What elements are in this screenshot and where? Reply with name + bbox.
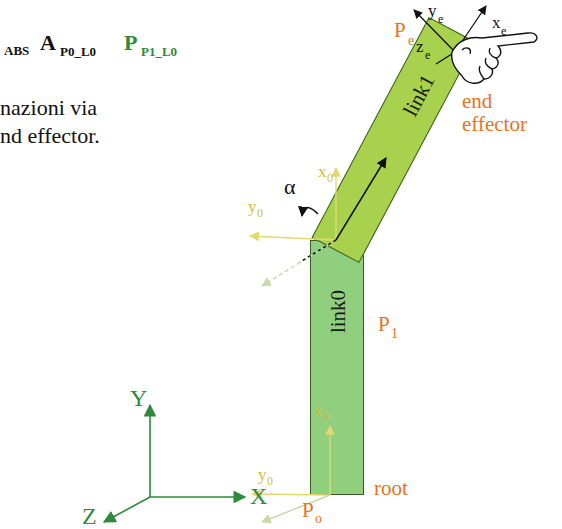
diagram-label: x xyxy=(492,14,501,31)
subscript-label: e xyxy=(425,49,430,61)
diagram-label: P xyxy=(378,314,390,335)
subscript-label: o xyxy=(315,512,322,526)
diagram-label: x xyxy=(318,163,327,180)
subscript-label: 0 xyxy=(257,207,263,219)
diagram-label: nazioni via xyxy=(0,97,97,119)
diagram-label: y xyxy=(248,198,257,215)
diagram-label: root xyxy=(374,478,408,499)
subscript-label: e xyxy=(501,25,506,37)
diagram-label: P xyxy=(302,500,314,521)
diagram-label: z xyxy=(416,38,424,55)
diagram-label: X xyxy=(250,484,267,508)
subscript-label: e xyxy=(408,34,414,48)
diagram-label: Y xyxy=(130,386,147,410)
link-name: link0 xyxy=(328,289,349,332)
subscript-label: e xyxy=(438,13,443,25)
subscript-label: 1 xyxy=(391,327,398,341)
diagram-label: P xyxy=(124,32,137,54)
hand xyxy=(452,33,537,83)
link-name: link1 xyxy=(399,71,438,119)
diagram-label: Z xyxy=(82,504,97,528)
subscript-label: 0 xyxy=(323,411,329,423)
subscript-label: ABS xyxy=(4,44,29,57)
diagram-label: y xyxy=(258,466,267,483)
diagram-label: y xyxy=(428,2,437,19)
diagram-label: P xyxy=(394,20,406,41)
diagram-label: end effector xyxy=(462,90,548,136)
subscript-label: P1_L0 xyxy=(141,45,177,58)
diagram-label: A xyxy=(40,32,56,54)
link-bar: link0 xyxy=(310,240,364,495)
subscript-label: 0 xyxy=(327,172,333,184)
subscript-label: 0 xyxy=(267,475,273,487)
diagram-label: nd effector. xyxy=(0,125,100,147)
subscript-label: P0_L0 xyxy=(60,45,96,58)
diagram-label: α xyxy=(284,176,296,198)
diagram-label: x xyxy=(314,402,323,419)
